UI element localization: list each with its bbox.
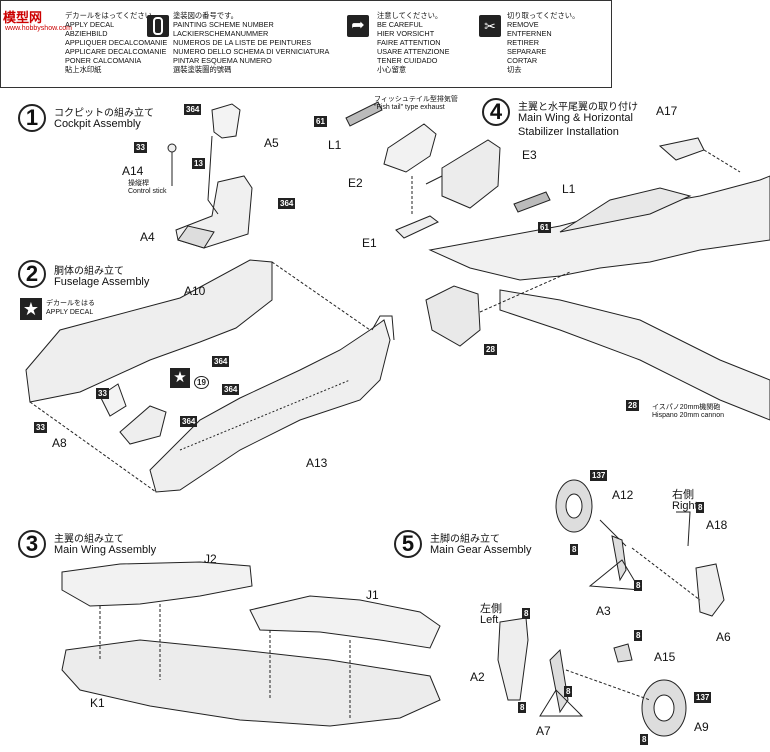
paint-badge: 364 (184, 104, 202, 115)
step-2-title-jp: 胴体の組み立て (54, 266, 124, 277)
watermark-url: www.hobbyshow.com (5, 25, 72, 32)
decal-number-badge: 19 (194, 376, 209, 389)
part-label-a15: A15 (654, 650, 676, 664)
part-label-j1: J1 (366, 588, 379, 602)
right-side-jp: 右側 (672, 489, 694, 501)
step-5-title-jp: 主脚の組み立て (430, 534, 500, 545)
part-label-a8: A8 (52, 436, 67, 450)
paint-badge: 28 (626, 400, 639, 411)
step-4-number: 4 (482, 98, 510, 126)
part-label-a5: A5 (264, 136, 279, 150)
paint-badge: 8 (522, 608, 531, 619)
watermark-logo: 模型网 (3, 10, 43, 25)
part-label-a14: A14 (122, 164, 144, 178)
part-label-j2: J2 (204, 552, 217, 566)
paint-badge: 8 (640, 734, 649, 745)
part-label-a9: A9 (694, 720, 709, 734)
paint-badge: 61 (538, 222, 551, 233)
part-label-a10: A10 (184, 284, 206, 298)
part-label-a7: A7 (536, 724, 551, 738)
decal-star-icon: ★ (20, 298, 42, 320)
part-label-a4: A4 (140, 230, 155, 244)
paint-badge: 137 (590, 470, 608, 481)
left-side-jp: 左側 (480, 603, 502, 615)
legend-decal-text: デカールをはってください。 APPLY DECAL ABZIEHBILD APP… (65, 11, 168, 74)
part-label-a2: A2 (470, 670, 485, 684)
part-label-k1: K1 (90, 696, 105, 710)
paint-badge: 364 (222, 384, 240, 395)
part-label-l1-upper: L1 (328, 138, 342, 152)
legend-box: 模型网 www.hobbyshow.com デカールをはってください。 APPL… (0, 0, 612, 88)
part-label-a13: A13 (306, 456, 328, 470)
paint-badge: 137 (694, 692, 712, 703)
part-label-a18: A18 (706, 518, 728, 532)
caution-icon: ➦ (347, 15, 369, 37)
decal-note-jp: デカールをはる (46, 300, 95, 307)
step-3-title-jp: 主翼の組み立て (54, 534, 124, 545)
step-4-title-en-2: Stabilizer Installation (518, 126, 619, 138)
remove-icon: ✂ (479, 15, 501, 37)
decal-note-en: APPLY DECAL (46, 309, 94, 316)
part-label-a12: A12 (612, 488, 634, 502)
step-2-title-en: Fuselage Assembly (54, 276, 150, 288)
legend-paint-text: 塗装図の番号です。 PAINTING SCHEME NUMBER LACKIER… (173, 11, 330, 74)
step-5-number: 5 (394, 530, 422, 558)
step-5-title-en: Main Gear Assembly (430, 544, 532, 556)
paint-badge: 8 (634, 630, 643, 641)
step-4-title-en: Main Wing & Horizontal (518, 112, 633, 124)
left-side-en: Left (480, 614, 499, 626)
paint-badge: 8 (696, 502, 705, 513)
exhaust-note: フィッシュテイル型排気管 "Fish tail" type exhaust (374, 96, 458, 111)
step-4-title-jp: 主翼と水平尾翼の取り付け (518, 102, 638, 113)
right-side-en: Right (672, 500, 698, 512)
part-label-l1-lower: L1 (562, 182, 576, 196)
decal-star-icon: ★ (170, 368, 190, 388)
step-1-title-jp: コクピットの組み立て (54, 108, 154, 119)
paint-badge: 8 (634, 580, 643, 591)
part-label-a3: A3 (596, 604, 611, 618)
paint-badge: 33 (34, 422, 47, 433)
paint-number-icon (147, 15, 169, 37)
paint-badge: 8 (564, 686, 573, 697)
part-label-a6: A6 (716, 630, 731, 644)
paint-badge: 33 (96, 388, 109, 399)
part-label-e3: E3 (522, 148, 537, 162)
paint-badge: 364 (212, 356, 230, 367)
step-3-title-en: Main Wing Assembly (54, 544, 157, 556)
step-2-number: 2 (18, 260, 46, 288)
cannon-note: イスパノ20mm機関砲 Hispano 20mm cannon (652, 404, 724, 419)
legend-remove-text: 切り取ってください。 REMOVE ENTFERNEN RETIRER SEPA… (507, 11, 580, 74)
part-label-e2: E2 (348, 176, 363, 190)
paint-badge: 364 (278, 198, 296, 209)
paint-badge: 28 (484, 344, 497, 355)
legend-caution-text: 注意してください。 BE CAREFUL HIER VORSICHT FAIRE… (377, 11, 450, 74)
paint-badge: 8 (518, 702, 527, 713)
paint-badge: 13 (192, 158, 205, 169)
paint-badge: 33 (134, 142, 147, 153)
paint-badge: 8 (570, 544, 579, 555)
part-label-e1: E1 (362, 236, 377, 250)
step-1-title-en: Cockpit Assembly (54, 118, 141, 130)
step-1-number: 1 (18, 104, 46, 132)
part-label-a17: A17 (656, 104, 678, 118)
control-stick-note: 操縦桿 Control stick (128, 180, 167, 195)
paint-badge: 61 (314, 116, 327, 127)
paint-badge: 364 (180, 416, 198, 427)
step-3-number: 3 (18, 530, 46, 558)
